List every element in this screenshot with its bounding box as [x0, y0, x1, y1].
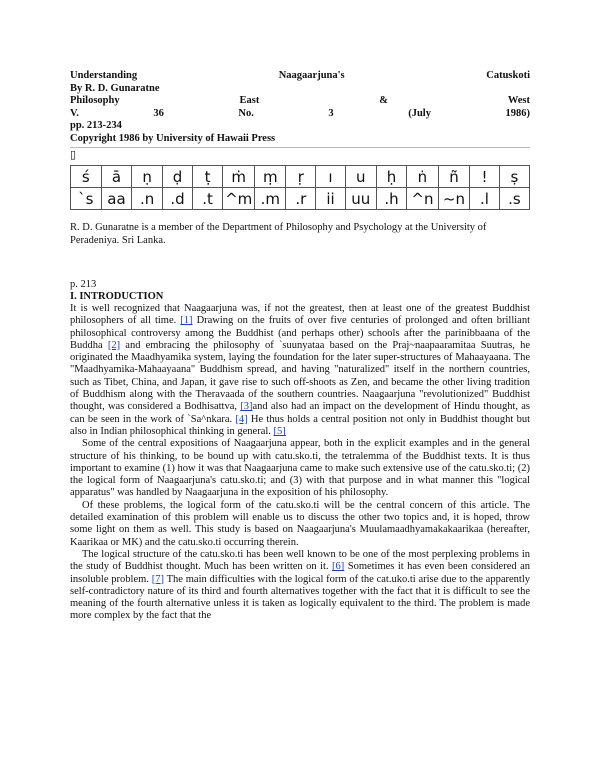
page-number: p. 213 [70, 279, 97, 290]
header-word: Understanding [70, 70, 138, 81]
header-word: 3 [328, 107, 334, 119]
footnote-link-3[interactable]: [3] [240, 401, 253, 413]
transliteration-table: ś ā ṇ ḍ ṭ ṁ ṃ ṛ ı u ḥ ṅ ñ ! ṣ `s aa .n .… [70, 165, 531, 210]
paragraph-4: The logical structure of the catu.sko.ti… [70, 549, 530, 623]
paragraph-text: He thus holds a central position not onl… [70, 413, 530, 437]
table-cell: aa [100, 187, 133, 210]
paragraph-text: It is well recognized that Naagaarjuna w… [70, 303, 530, 327]
table-cell: .r [285, 187, 317, 210]
paragraph-3: Of these problems, the logical form of t… [70, 499, 530, 548]
table-cell: uu [344, 187, 377, 210]
table-cell: ñ [437, 165, 471, 188]
paragraph-2: Some of the central expositions of Naaga… [70, 438, 530, 499]
table-cell: ṁ [222, 165, 256, 188]
citation-header: Understanding Naagaarjuna's Catuskoti By… [70, 70, 530, 145]
paragraph-text: and embracing the philosophy of `suunyat… [70, 339, 531, 413]
section-heading: I. INTRODUCTION [70, 291, 164, 302]
footnote-link-6[interactable]: [6] [332, 561, 345, 573]
table-cell: .n [131, 187, 163, 210]
table-cell: ṇ [131, 165, 163, 188]
table-cell: .t [192, 187, 224, 210]
header-author: By R. D. Gunaratne [70, 82, 160, 94]
header-row-journal: Philosophy East & West [70, 95, 530, 108]
table-cell: ṣ [498, 165, 531, 188]
table-cell: ı [315, 165, 346, 188]
header-word: Philosophy [70, 95, 120, 106]
document-page: Understanding Naagaarjuna's Catuskoti By… [70, 70, 530, 623]
table-cell: ^m [222, 187, 256, 210]
paragraph-text: and also had an impact on the developmen… [70, 401, 530, 425]
paragraph-text: Sometimes it has even been considered an… [70, 561, 530, 585]
table-cell: ḥ [375, 165, 408, 188]
author-bio: R. D. Gunaratne is a member of the Depar… [70, 222, 487, 246]
header-word: V. [70, 107, 79, 119]
table-cell: .h [375, 187, 408, 210]
header-word: Catuskoti [486, 70, 530, 81]
table-cell: ṛ [285, 165, 317, 188]
table-cell: ḍ [161, 165, 194, 188]
header-word: 1986) [505, 107, 531, 119]
header-copyright: Copyright 1986 by University of Hawaii P… [70, 132, 276, 144]
footnote-link-7[interactable]: [7] [151, 573, 164, 585]
table-cell: ! [469, 165, 500, 188]
table-cell: ii [315, 187, 346, 210]
header-word: & [379, 95, 388, 106]
paragraph-text: Drawing on the fruits of over five centu… [70, 315, 531, 351]
header-word: 36 [153, 107, 164, 119]
header-row-title: Understanding Naagaarjuna's Catuskoti [70, 70, 530, 83]
table-row-diacritics: ś ā ṇ ḍ ṭ ṁ ṃ ṛ ı u ḥ ṅ ñ ! ṣ [70, 165, 531, 188]
table-cell: `s [70, 187, 102, 210]
footnote-link-1[interactable]: [1] [180, 315, 193, 327]
footnote-link-4[interactable]: [4] [235, 413, 248, 425]
table-cell: .d [161, 187, 194, 210]
paragraph-text: The logical structure of the catu.sko.ti… [70, 548, 530, 573]
footnote-link-2[interactable]: [2] [107, 339, 121, 351]
table-cell: u [344, 165, 377, 188]
table-cell: ś [70, 165, 102, 188]
header-row-volume: V. 36 No. 3 (July 1986) [70, 108, 530, 121]
header-word: No. [238, 107, 254, 119]
paragraph-1: It is well recognized that Naagaarjuna w… [70, 303, 530, 438]
header-divider [70, 147, 530, 148]
table-cell: ^n [406, 187, 439, 210]
header-word: Naagaarjuna's [278, 70, 345, 81]
table-row-ascii: `s aa .n .d .t ^m .m .r ii uu .h ^n ~n .… [70, 187, 531, 210]
table-cell: ṭ [192, 165, 224, 188]
table-cell: ~n [437, 187, 471, 210]
table-cell: ṅ [406, 165, 439, 188]
footnote-link-5[interactable]: [5] [273, 425, 286, 437]
table-cell: ṃ [254, 165, 287, 188]
header-pages: pp. 213-234 [70, 120, 122, 131]
header-word: East [239, 95, 260, 106]
missing-glyph-icon: ▯ [70, 149, 77, 161]
paragraph-text: The main difficulties with the logical f… [70, 573, 530, 622]
table-cell: .s [498, 187, 531, 210]
table-cell: .m [254, 187, 287, 210]
header-word: West [507, 95, 530, 106]
table-cell: .l [469, 187, 500, 210]
table-cell: ā [100, 165, 133, 188]
header-word: (July [408, 107, 431, 119]
